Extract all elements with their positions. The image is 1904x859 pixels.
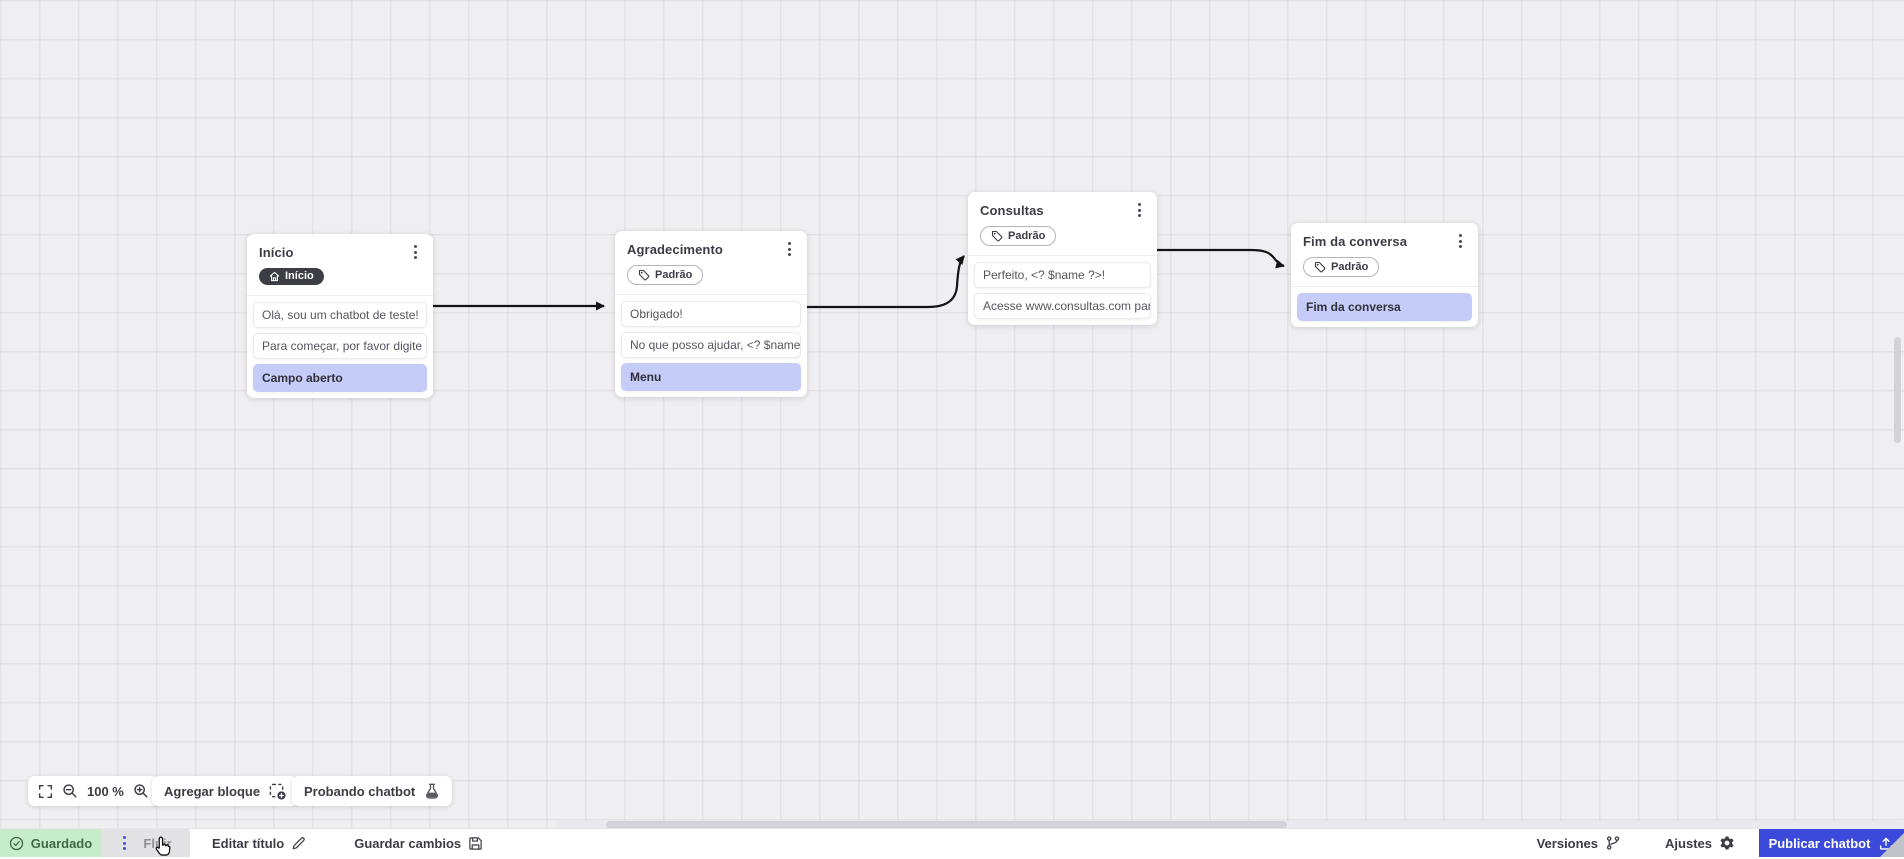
zoom-in-icon[interactable]	[133, 783, 149, 799]
node-header: Consultas Padrão	[968, 192, 1157, 256]
connector-agradecimento-consultas	[807, 256, 964, 307]
node-body: Perfeito, <? $name ?>! Acesse www.consul…	[968, 256, 1157, 325]
branch-icon	[1605, 835, 1621, 851]
publish-chatbot-button[interactable]: Publicar chatbot	[1759, 829, 1904, 857]
message-bubble-open-field[interactable]: Campo aberto	[253, 364, 427, 392]
flow-node-inicio[interactable]: Início Início Olá, sou um chatbot de tes…	[247, 234, 433, 398]
tab-flow[interactable]: Fluir	[101, 829, 190, 857]
node-type-badge: Padrão	[1303, 257, 1379, 277]
node-menu-icon[interactable]	[1455, 232, 1466, 250]
tag-icon	[991, 230, 1003, 242]
edit-title-button[interactable]: Editar título	[206, 829, 312, 857]
message-bubble[interactable]: Para começar, por favor digite o ...	[253, 333, 427, 359]
node-body: Obrigado! No que posso ajudar, <? $name …	[615, 295, 807, 397]
node-type-badge: Padrão	[627, 265, 703, 285]
node-header: Agradecimento Padrão	[615, 231, 807, 295]
node-header: Fim da conversa Padrão	[1291, 223, 1478, 287]
node-title: Consultas	[980, 203, 1044, 218]
versions-button[interactable]: Versiones	[1531, 829, 1627, 857]
node-type-badge: Início	[259, 268, 324, 285]
message-bubble[interactable]: Obrigado!	[621, 301, 801, 327]
message-bubble[interactable]: Olá, sou um chatbot de teste!	[253, 302, 427, 328]
test-chatbot-button[interactable]: Probando chatbot	[292, 776, 452, 806]
drag-handle-icon[interactable]	[119, 834, 130, 852]
message-bubble[interactable]: Acesse www.consultas.com par...	[974, 293, 1151, 319]
save-icon	[468, 836, 483, 851]
message-bubble-end[interactable]: Fim da conversa	[1297, 293, 1472, 321]
node-title: Início	[259, 245, 294, 260]
node-menu-icon[interactable]	[410, 243, 421, 261]
flask-icon	[424, 783, 440, 799]
zoom-level: 100 %	[87, 784, 124, 799]
resize-corner	[1880, 833, 1904, 857]
check-circle-icon	[9, 836, 24, 851]
connector-consultas-fim	[1157, 250, 1284, 266]
flow-node-agradecimento[interactable]: Agradecimento Padrão Obrigado! No que po…	[615, 231, 807, 397]
tag-icon	[1314, 261, 1326, 273]
node-body: Olá, sou um chatbot de teste! Para começ…	[247, 296, 433, 398]
message-bubble[interactable]: Perfeito, <? $name ?>!	[974, 262, 1151, 288]
bottom-toolbar-right: Versiones Ajustes Publicar chatbot	[1531, 829, 1904, 857]
zoom-panel: 100 %	[28, 776, 159, 806]
vertical-scrollbar-thumb[interactable]	[1894, 337, 1901, 443]
add-block-icon	[269, 783, 286, 800]
home-icon	[269, 271, 280, 282]
node-title: Fim da conversa	[1303, 234, 1407, 249]
node-header: Início Início	[247, 234, 433, 296]
flow-node-consultas[interactable]: Consultas Padrão Perfeito, <? $name ?>! …	[968, 192, 1157, 325]
message-bubble[interactable]: No que posso ajudar, <? $name ...	[621, 332, 801, 358]
fit-screen-icon[interactable]	[38, 784, 53, 799]
node-type-badge: Padrão	[980, 226, 1056, 246]
node-menu-icon[interactable]	[784, 240, 795, 258]
save-changes-button[interactable]: Guardar cambios	[348, 829, 489, 857]
gear-icon	[1719, 835, 1735, 851]
pencil-icon	[291, 836, 306, 851]
message-bubble-menu[interactable]: Menu	[621, 363, 801, 391]
node-title: Agradecimento	[627, 242, 723, 257]
node-menu-icon[interactable]	[1134, 201, 1145, 219]
saved-status-badge: Guardado	[0, 829, 101, 857]
node-body: Fim da conversa	[1291, 287, 1478, 327]
settings-button[interactable]: Ajustes	[1659, 829, 1741, 857]
zoom-out-icon[interactable]	[62, 783, 78, 799]
tag-icon	[638, 269, 650, 281]
add-block-button[interactable]: Agregar bloque	[152, 776, 298, 806]
flow-node-fim-da-conversa[interactable]: Fim da conversa Padrão Fim da conversa	[1291, 223, 1478, 327]
bottom-toolbar: Guardado Fluir Editar título Guardar cam…	[0, 828, 1904, 857]
